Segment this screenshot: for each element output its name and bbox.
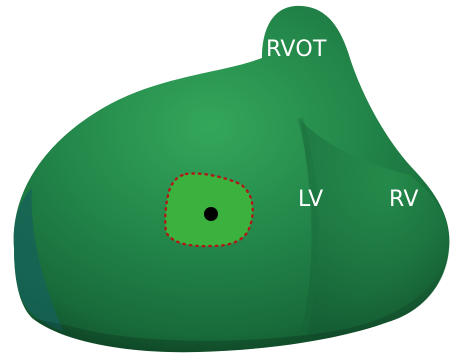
label-lv: LV xyxy=(298,187,324,212)
label-rv: RV xyxy=(389,187,419,212)
label-rvot: RVOT xyxy=(266,37,327,62)
ablation-point-icon xyxy=(204,207,218,221)
